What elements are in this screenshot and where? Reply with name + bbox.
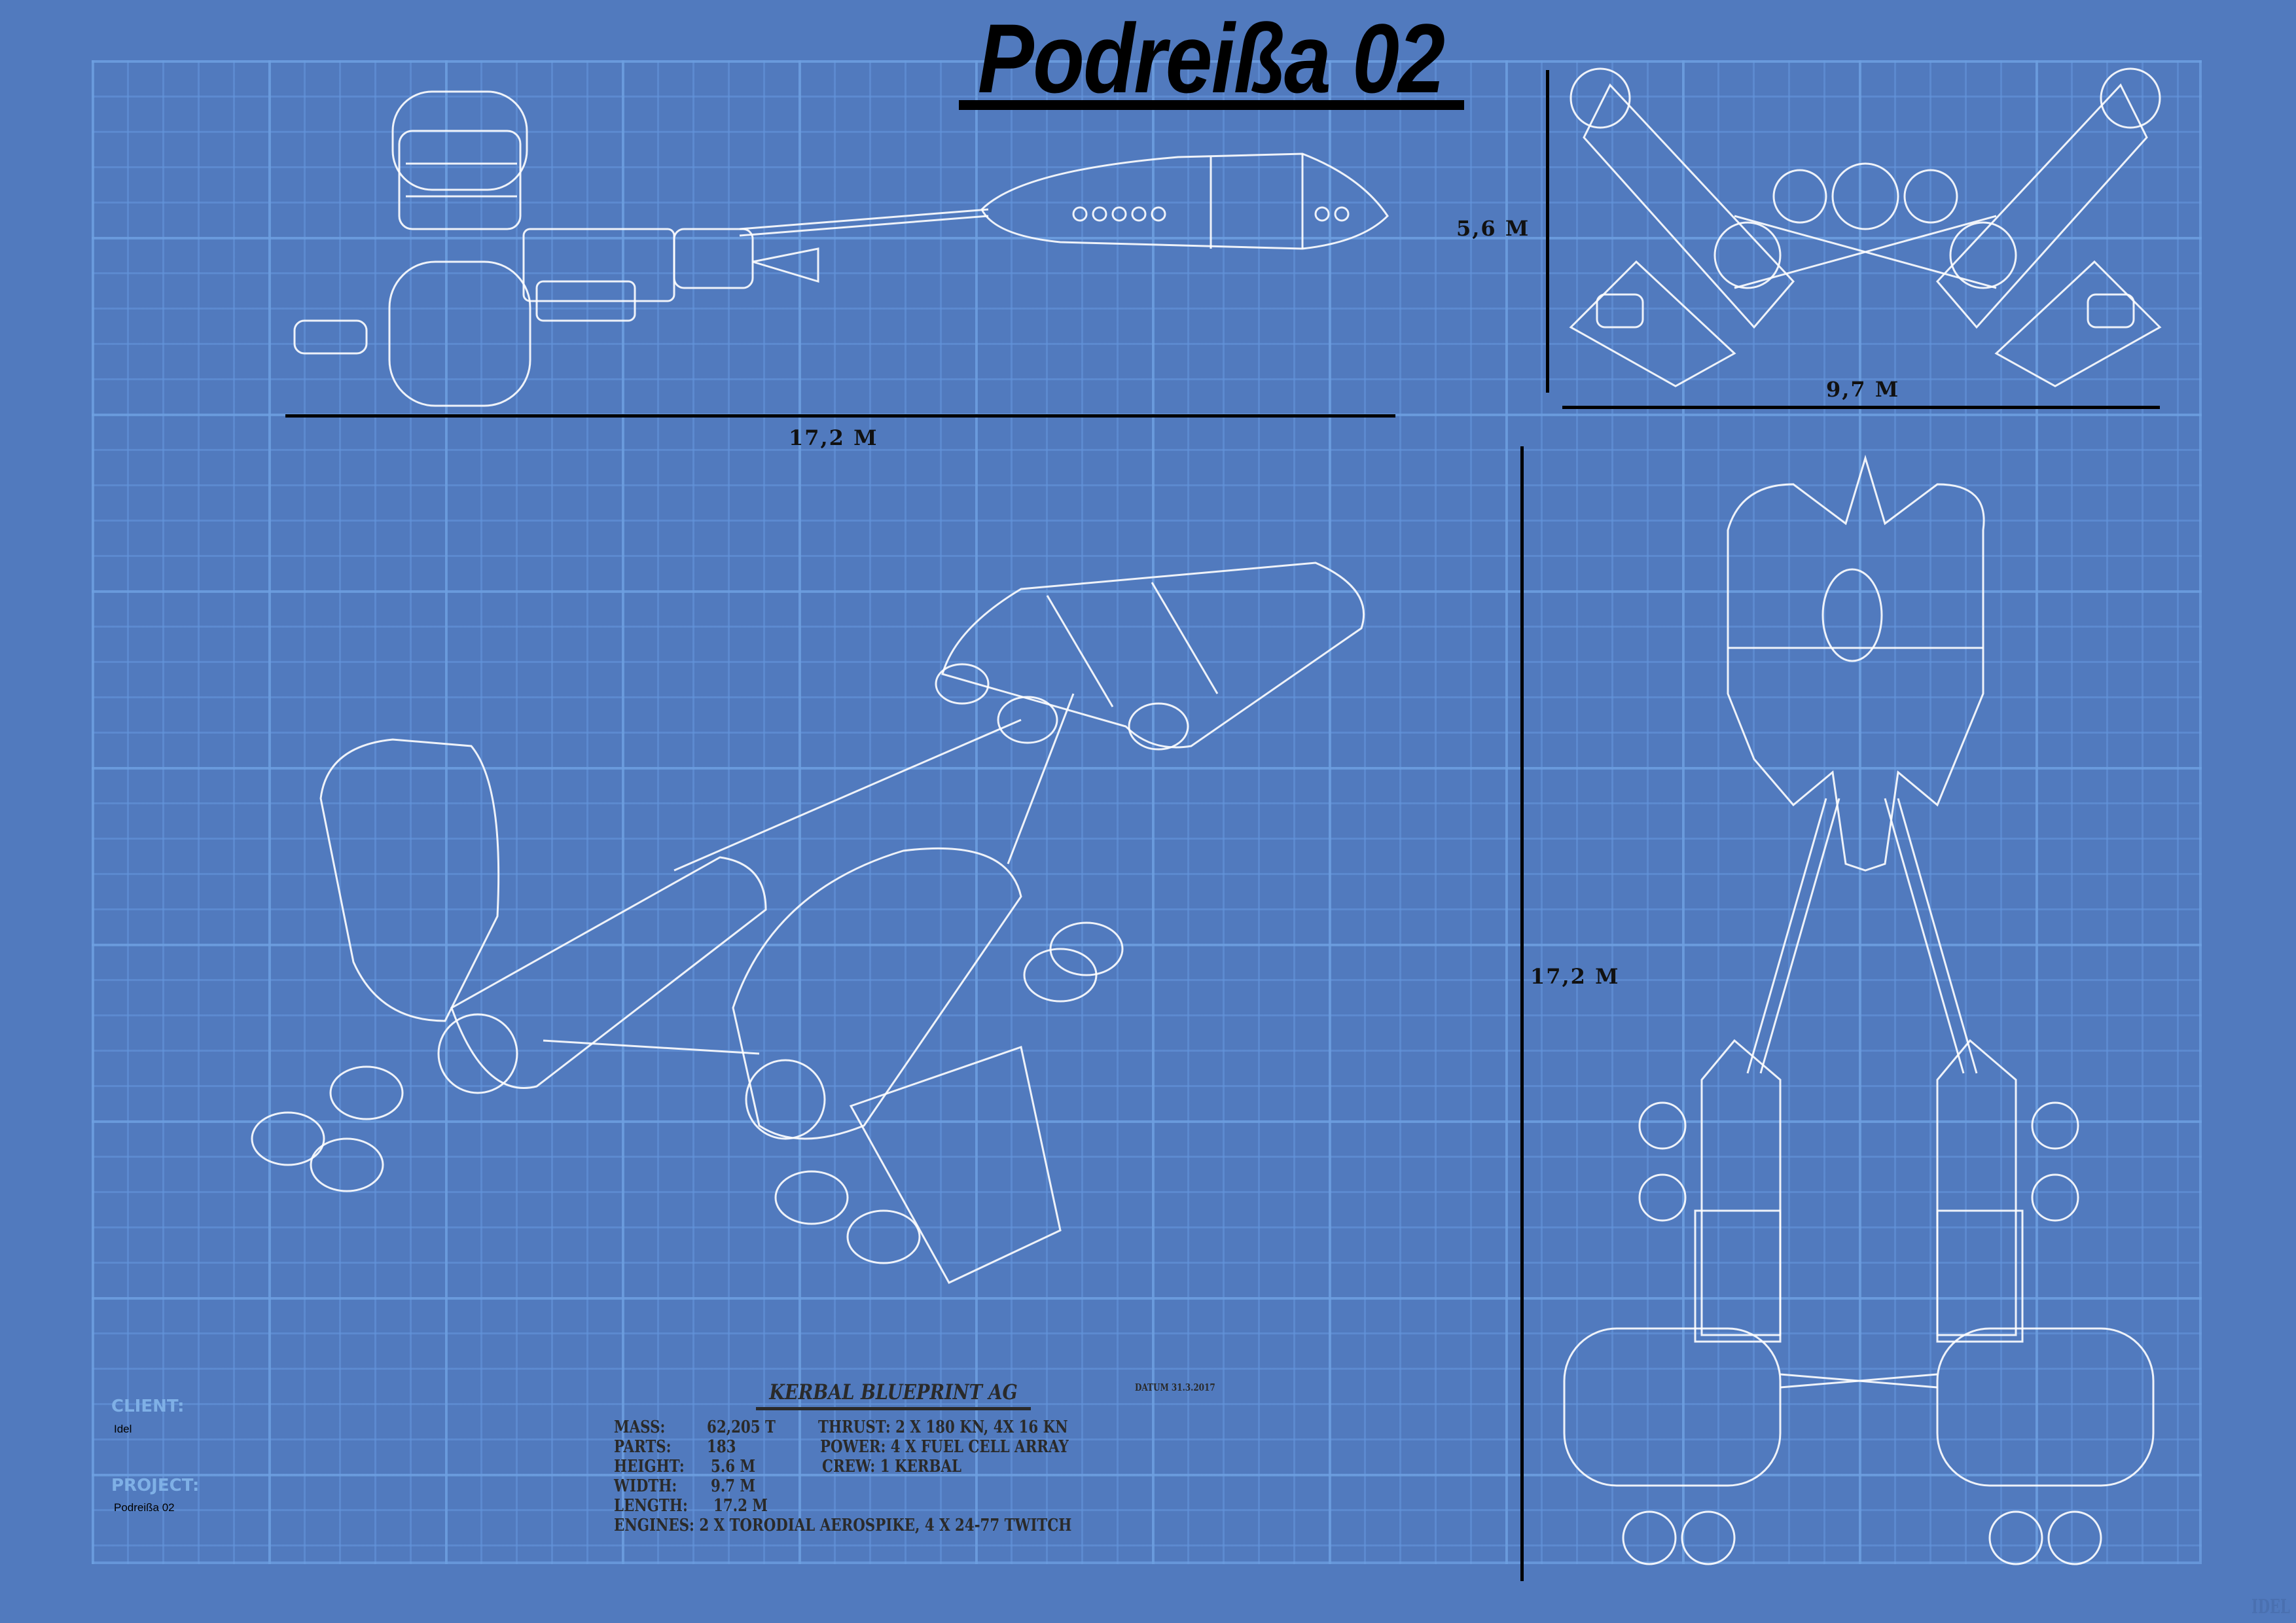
spec-value-width: 9.7 M [711,1476,756,1496]
front-width-dimension-line [1562,406,2160,409]
side-length-label: 17,2 M [789,425,878,450]
front-height-dimension-line [1546,70,1549,393]
spec-label-width: WIDTH: [614,1476,677,1496]
front-width-label: 9,7 M [1826,377,1900,402]
client-value: Idel [114,1423,132,1435]
spec-thrust: THRUST: 2 X 180 KN, 4X 16 KN [818,1418,1068,1437]
spec-crew: CREW: 1 KERBAL [822,1457,962,1476]
project-label: PROJECT: [111,1476,200,1495]
spec-label-parts: PARTS: [614,1437,672,1457]
blueprint-grid [92,60,2202,1564]
watermark: IDEL [2251,1596,2290,1618]
front-height-label: 5,6 M [1456,216,1530,241]
spec-value-height: 5.6 M [711,1457,756,1476]
top-view-drawing [1563,454,2155,1565]
spec-value-parts: 183 [707,1437,736,1457]
top-length-label: 17,2 M [1530,964,1620,989]
spec-value-length: 17.2 M [713,1496,768,1516]
client-label: CLIENT: [111,1397,185,1416]
spec-value-mass: 62,205 T [707,1418,776,1437]
project-value: Podreißa 02 [114,1501,175,1514]
spec-label-height: HEIGHT: [614,1457,685,1476]
spec-power: POWER: 4 X FUEL CELL ARRAY [820,1437,1069,1457]
side-view-drawing [293,90,1389,407]
front-view-drawing [1569,67,2162,387]
company-underline [756,1407,1031,1410]
spec-engines: ENGINES: 2 X TORODIAL AEROSPIKE, 4 X 24-… [614,1516,1072,1535]
iso-view-drawing [251,562,1365,1284]
datum: DATUM 31.3.2017 [1135,1382,1215,1393]
spec-label-mass: MASS: [614,1418,666,1437]
top-length-dimension-line [1520,446,1524,1581]
side-length-dimension-line [285,414,1395,418]
title-underline [959,100,1464,110]
spec-label-length: LENGTH: [614,1496,688,1516]
company-name: KERBAL BLUEPRINT AG [769,1380,1018,1404]
page-title: Podreißa 02 [977,3,1445,113]
